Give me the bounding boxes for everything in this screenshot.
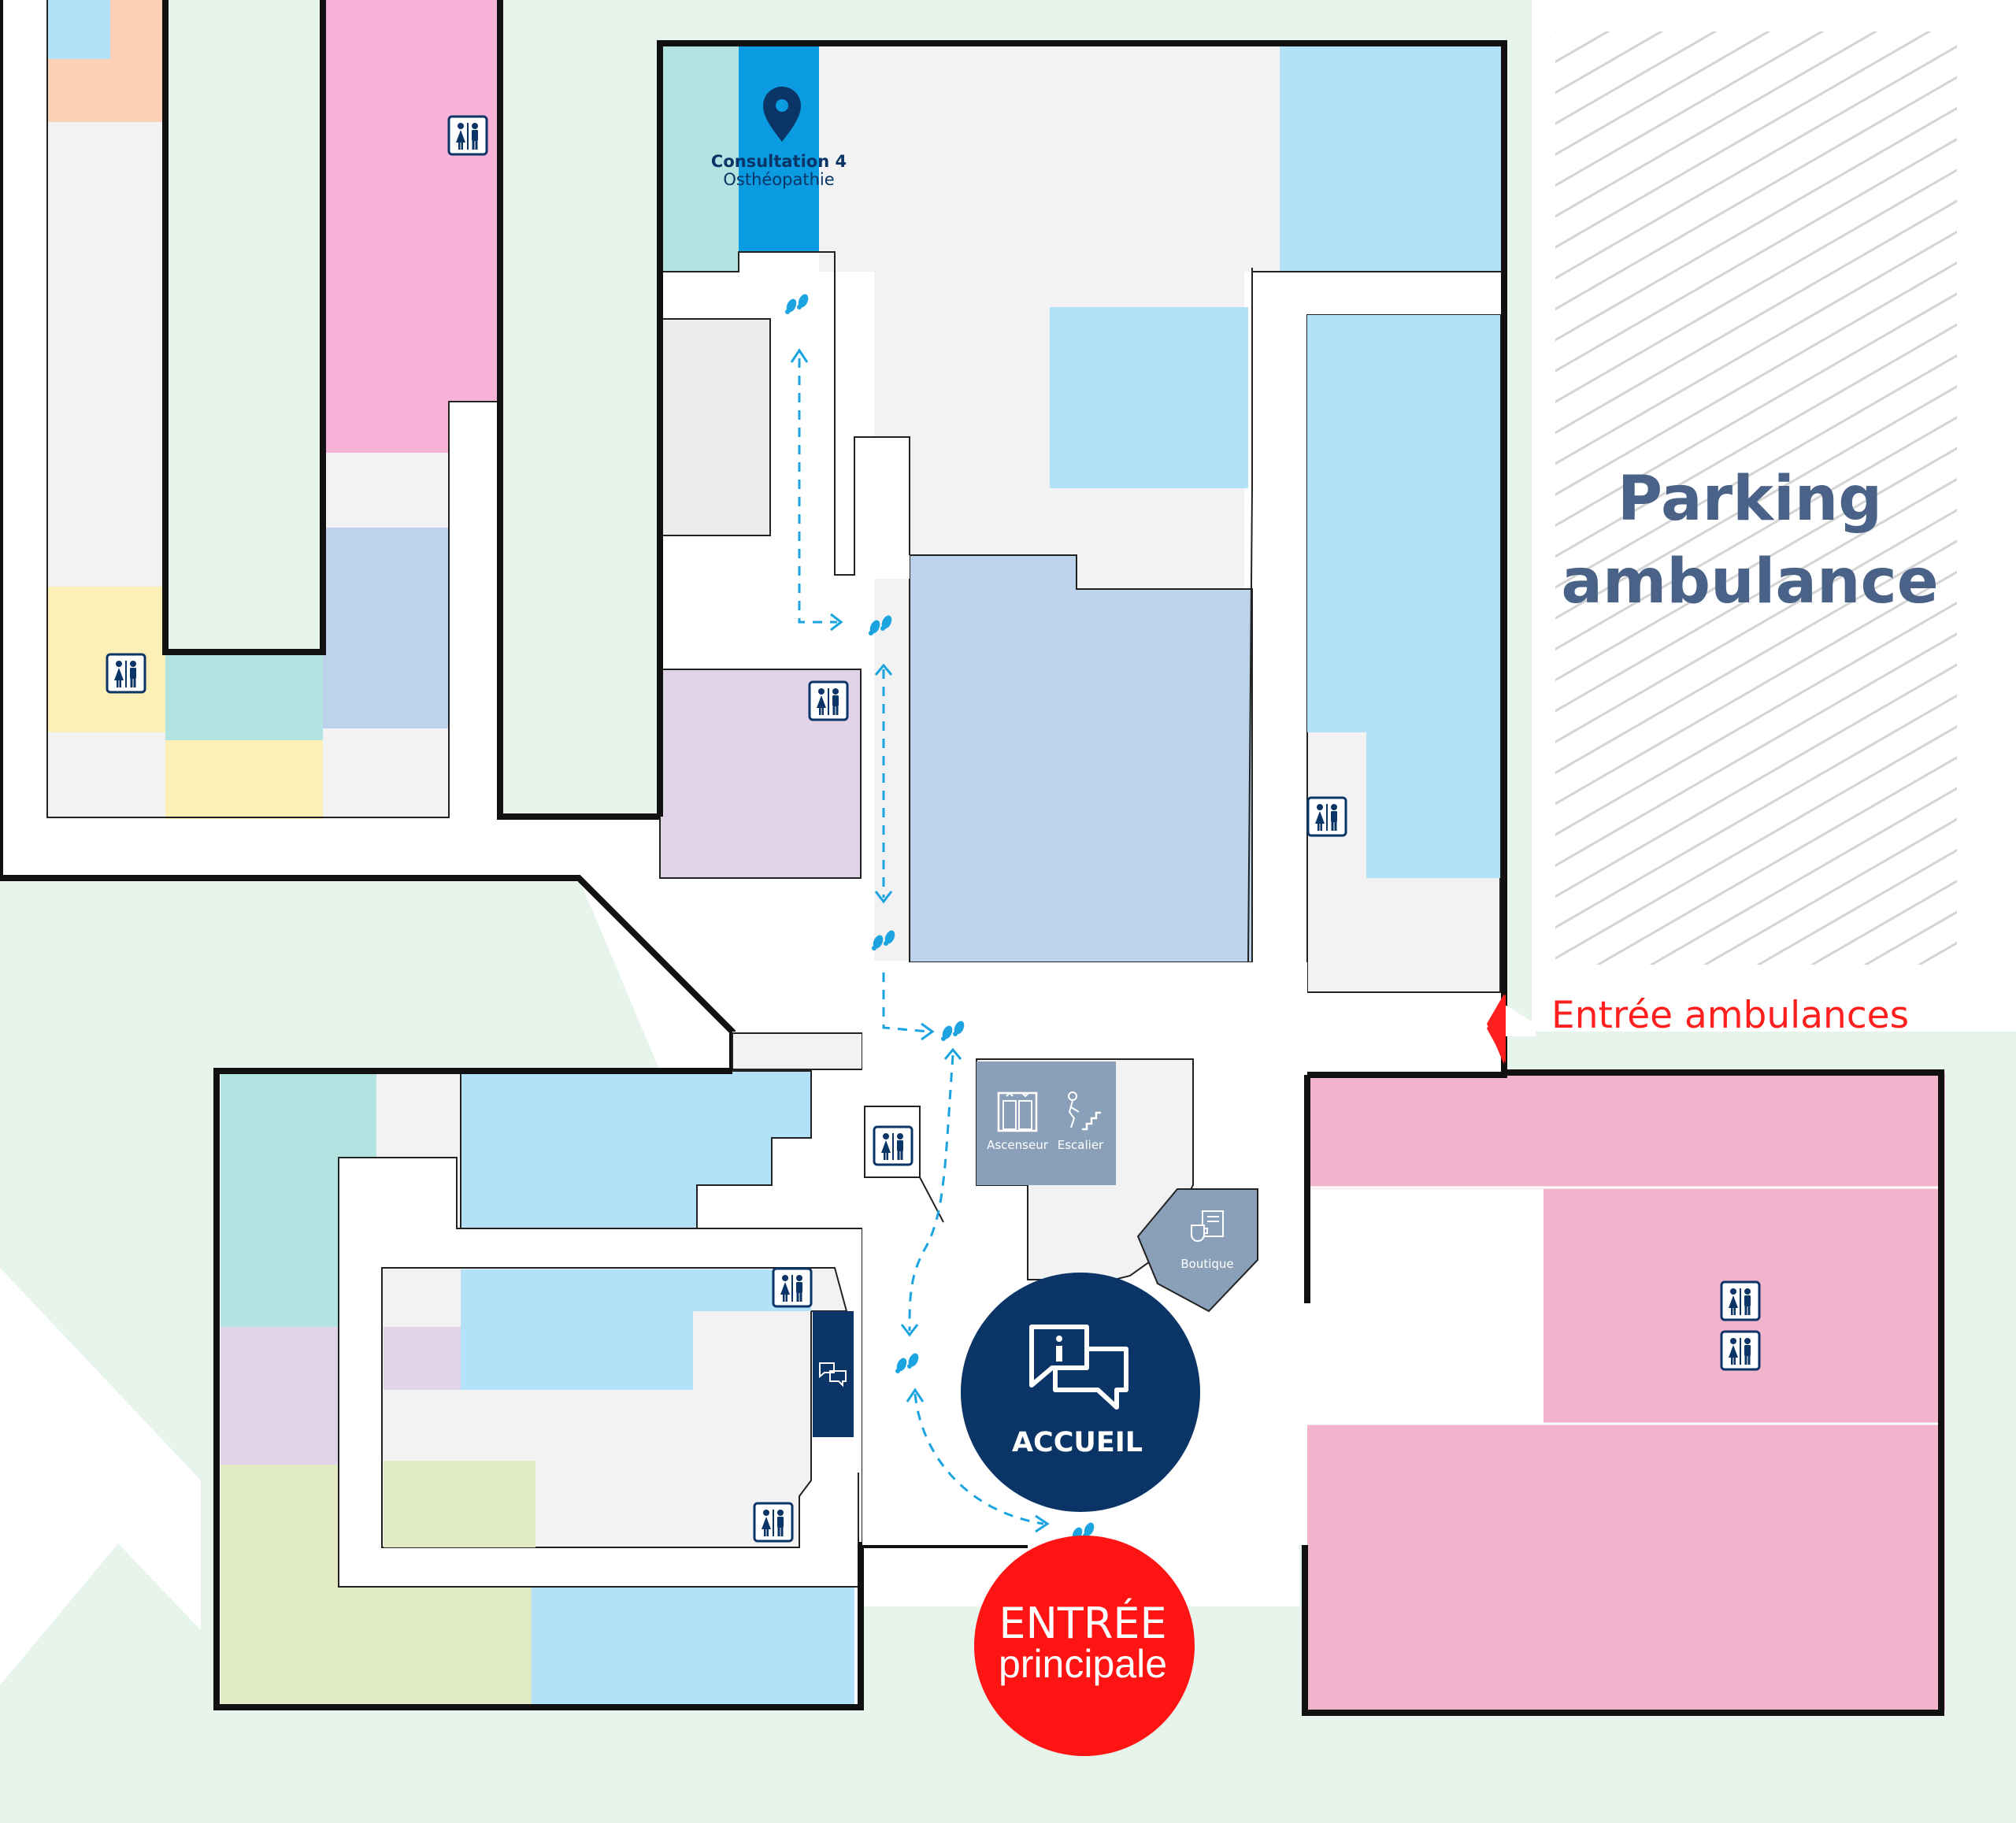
room bbox=[323, 0, 500, 453]
restroom-icon bbox=[1720, 1280, 1761, 1321]
restroom-icon bbox=[447, 115, 488, 156]
shop-boutique[interactable] bbox=[1136, 1188, 1258, 1313]
stairs-icon bbox=[1068, 1091, 1101, 1131]
room bbox=[819, 43, 1280, 272]
wall bbox=[46, 0, 500, 818]
room bbox=[165, 646, 323, 740]
route-arrowheads bbox=[790, 348, 1050, 1533]
restroom-icon bbox=[1720, 1330, 1761, 1371]
main-entrance[interactable] bbox=[974, 1536, 1195, 1756]
pointer-line bbox=[919, 1176, 944, 1223]
room bbox=[449, 402, 500, 819]
room bbox=[732, 1032, 863, 1070]
room bbox=[47, 0, 110, 59]
room bbox=[835, 437, 910, 579]
room bbox=[461, 1269, 811, 1390]
ambulance-entrance-label: Entrée ambulances bbox=[1551, 994, 1909, 1037]
elevator-icon bbox=[997, 1091, 1038, 1132]
destination-name: Consultation 4 bbox=[711, 152, 847, 171]
parking-hatch bbox=[1555, 31, 1957, 965]
wall bbox=[1302, 1069, 1944, 1716]
room-navy bbox=[813, 1311, 854, 1437]
main-entrance-line1: ENTRÉE bbox=[999, 1599, 1166, 1648]
wall bbox=[497, 0, 660, 820]
arrow-left-icon bbox=[1487, 994, 1506, 1063]
hall-white bbox=[1252, 992, 1307, 1543]
restroom-icon bbox=[753, 1502, 794, 1543]
room-consultation-4[interactable] bbox=[739, 43, 819, 252]
elevator-stairs-block[interactable] bbox=[976, 1062, 1116, 1185]
route-path bbox=[798, 358, 1044, 1525]
room bbox=[659, 318, 771, 536]
room bbox=[1307, 315, 1500, 878]
coffee-newspaper-icon bbox=[1191, 1210, 1224, 1242]
reception-label: ACCUEIL bbox=[1012, 1427, 1143, 1458]
room bbox=[532, 1587, 854, 1705]
shop-label: Boutique bbox=[1180, 1257, 1233, 1271]
room bbox=[323, 453, 449, 528]
room-teal bbox=[660, 43, 739, 272]
wall bbox=[1247, 271, 1504, 963]
room bbox=[323, 528, 449, 728]
room bbox=[47, 0, 165, 122]
room bbox=[376, 1071, 461, 1158]
restroom-icon bbox=[106, 653, 146, 694]
destination-specialty: Osthéopathie bbox=[723, 170, 834, 189]
room bbox=[220, 1327, 339, 1465]
map-pin-icon bbox=[763, 87, 801, 142]
wall bbox=[660, 251, 910, 576]
room bbox=[165, 740, 323, 819]
restroom-icon bbox=[1306, 796, 1347, 837]
restroom-icon bbox=[808, 680, 849, 721]
parking-label-line2: ambulance bbox=[1561, 547, 1938, 617]
restroom-icon bbox=[873, 1125, 914, 1166]
outside-white-patch bbox=[0, 1268, 201, 1685]
parking-label-line1: Parking bbox=[1618, 464, 1882, 535]
room bbox=[384, 1327, 461, 1390]
stairs-label: Escalier bbox=[1058, 1138, 1104, 1152]
room-white bbox=[1307, 1189, 1544, 1424]
info-speech-bubbles-icon bbox=[1029, 1325, 1128, 1410]
wall bbox=[162, 0, 326, 655]
room bbox=[909, 554, 1253, 963]
courtyard bbox=[165, 0, 323, 652]
elevator-label: Ascenseur bbox=[987, 1138, 1049, 1152]
room bbox=[1050, 307, 1248, 488]
restroom-icon bbox=[772, 1267, 813, 1308]
room bbox=[1280, 43, 1504, 272]
info-speech-bubbles-icon bbox=[819, 1362, 847, 1388]
courtyard-left bbox=[500, 0, 660, 817]
room bbox=[323, 728, 449, 819]
room bbox=[384, 1461, 536, 1547]
main-entrance-line2: principale bbox=[999, 1642, 1167, 1686]
